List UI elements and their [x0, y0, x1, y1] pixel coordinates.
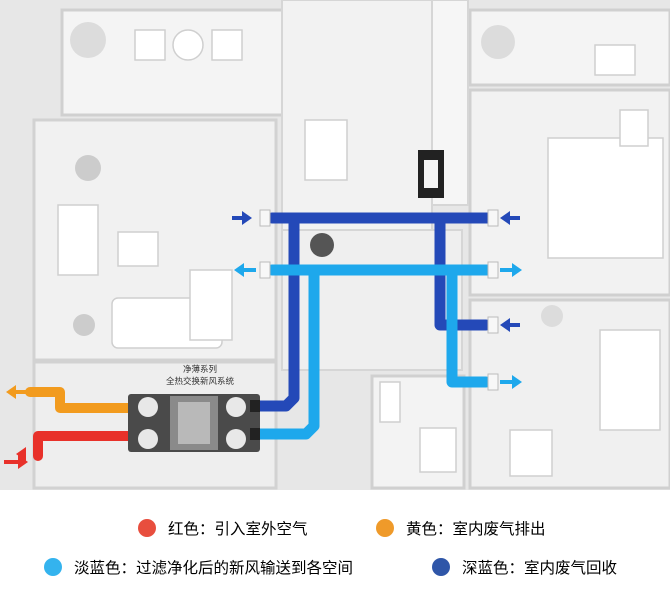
legend-dark-blue-label: 深蓝色：室内废气回收: [462, 559, 618, 577]
room-dining: [281, 0, 433, 231]
arrow-red-flip: [16, 447, 26, 461]
fridge-door: [424, 160, 438, 188]
arrow-yellow: [6, 385, 16, 399]
arrow-dark-blue-1: [242, 211, 252, 225]
legend-red-label: 红色：引入室外空气: [168, 520, 308, 538]
arrow-light-blue-2: [512, 263, 522, 277]
dark-blue-duct: [252, 212, 494, 412]
yellow-duct: [25, 387, 145, 413]
arrow-dark-blue-2: [500, 211, 510, 225]
arrow-red: [18, 455, 28, 469]
legend-yellow-dot: [376, 519, 394, 537]
unit-name-line1: 净薄系列: [182, 365, 217, 375]
legend-red-dot: [138, 519, 156, 537]
ductwork: [25, 212, 494, 461]
arrow-dark-blue-3: [500, 318, 510, 332]
arrow-light-blue-1: [234, 263, 244, 277]
flow-arrows: [4, 211, 522, 469]
plants: [70, 22, 563, 336]
legend-light-blue-label: 淡蓝色：过滤净化后的新风输送到各空间: [74, 559, 354, 577]
legend-dark-blue: 深蓝色：室内废气回收: [432, 555, 617, 579]
legend-light-blue: 淡蓝色：过滤净化后的新风输送到各空间: [44, 555, 353, 579]
legend-yellow-label: 黄色：室内废气排出: [406, 520, 546, 538]
legend-red: 红色：引入室外空气: [138, 516, 308, 540]
red-duct: [33, 431, 145, 461]
furniture: [57, 29, 664, 477]
legend-dark-blue-dot: [432, 558, 450, 576]
vents: [259, 209, 499, 391]
arrow-light-blue-3: [512, 375, 522, 389]
light-blue-duct: [252, 264, 494, 440]
heat-exchanger-unit: [128, 394, 260, 452]
unit-name-line2: 全热交换新风系统: [165, 377, 234, 387]
legend-light-blue-dot: [44, 558, 62, 576]
legend-yellow: 黄色：室内废气排出: [376, 516, 546, 540]
